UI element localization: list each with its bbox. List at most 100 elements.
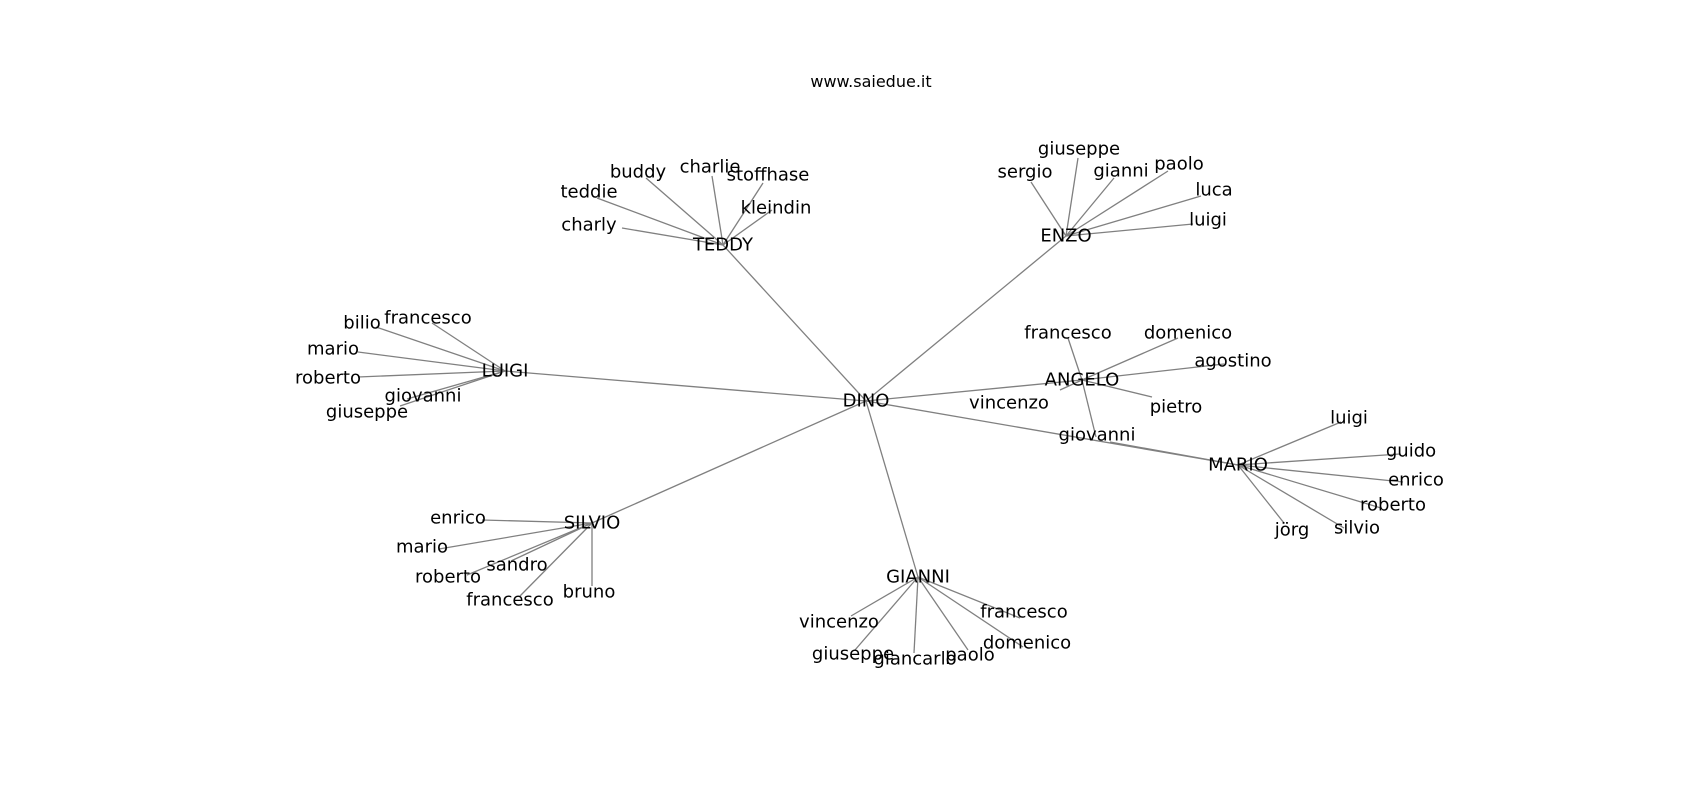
node-leaf-gianni-domenico: domenico [983, 633, 1071, 654]
edge-center-silvio [591, 400, 867, 524]
edge-luigi-roberto [357, 370, 506, 378]
edge-enzo-giuseppe [1065, 157, 1079, 237]
node-leaf-enzo-luca: luca [1195, 180, 1232, 201]
edge-silvio-francesco [519, 522, 593, 597]
node-hub-enzo: ENZO [1040, 226, 1091, 247]
edge-teddy-charly [621, 227, 724, 246]
node-leaf-teddy-teddie: teddie [560, 182, 617, 203]
edge-mario-guido [1237, 453, 1401, 466]
node-leaf-silvio-enrico: enrico [430, 508, 486, 529]
edge-luigi-giuseppe [399, 370, 506, 407]
node-leaf-gianni-giuseppe: giuseppe [812, 644, 894, 665]
node-leaf-angelo-vincenzo: vincenzo [969, 393, 1049, 414]
edge-mario-luigi [1237, 421, 1342, 466]
edge-enzo-gianni [1065, 177, 1115, 237]
edges [357, 157, 1404, 654]
node-leaf-silvio-sandro: sandro [486, 555, 547, 576]
edge-mario-roberto [1237, 464, 1382, 509]
edge-gianni-vincenzo [850, 576, 919, 617]
node-leaf-angelo-domenico: domenico [1144, 323, 1232, 344]
edge-teddy-buddy [645, 177, 724, 246]
node-leaf-gianni-paolo: paolo [945, 645, 994, 666]
node-leaf-teddy-charlie: charlie [680, 157, 741, 178]
node-leaf-angelo-agostino: agostino [1194, 351, 1271, 372]
edge-mario-jörg [1237, 464, 1285, 524]
edge-silvio-roberto [466, 522, 593, 576]
edge-mario-silvio [1237, 464, 1345, 529]
node-leaf-enzo-paolo: paolo [1154, 154, 1203, 175]
node-leaf-silvio-francesco: francesco [466, 590, 553, 611]
edge-gianni-domenico [917, 576, 1024, 648]
node-leaf-mario-enrico: enrico [1388, 470, 1444, 491]
node-leaf-luigi-giuseppe: giuseppe [326, 402, 408, 423]
node-center-dino: DINO [843, 391, 890, 412]
node-leaf-enzo-gianni: gianni [1093, 161, 1148, 182]
edge-silvio-mario [438, 522, 593, 550]
node-hub-luigi: LUIGI [482, 361, 529, 382]
edge-luigi-bilio [375, 326, 506, 372]
node-leaf-mario-guido: guido [1386, 441, 1436, 462]
edge-luigi-francesco [431, 322, 506, 372]
node-leaf-mario-jörg: jörg [1274, 520, 1310, 541]
node-leaf-silvio-roberto: roberto [415, 567, 481, 588]
edge-luigi-mario [357, 351, 506, 372]
edge-gianni-giancarlo [913, 576, 919, 654]
node-leaf-silvio-mario: mario [396, 537, 448, 558]
edge-teddy-stoffhase [722, 182, 764, 246]
edge-center-luigi [504, 370, 867, 402]
edge-center-gianni [865, 400, 919, 578]
edge-mario-giovanni [1109, 441, 1239, 466]
node-hub-mario: MARIO [1208, 455, 1268, 476]
node-leaf-mario-luigi: luigi [1330, 408, 1368, 429]
node-leaf-silvio-bruno: bruno [563, 582, 616, 603]
edge-enzo-luca [1065, 195, 1202, 237]
node-leaf-enzo-sergio: sergio [998, 162, 1053, 183]
edge-gianni-paolo [917, 576, 969, 651]
node-leaf-teddy-kleindin: kleindin [741, 198, 812, 219]
node-leaf-angelo-pietro: pietro [1150, 397, 1203, 418]
node-hub-gianni: GIANNI [886, 567, 950, 588]
node-leaf-teddy-buddy: buddy [610, 162, 667, 183]
edge-teddy-kleindin [722, 209, 773, 246]
node-hub-silvio: SILVIO [564, 513, 621, 534]
edge-teddy-teddie [596, 197, 724, 246]
node-leaf-gianni-giancarlo: giancarlo [873, 649, 956, 670]
edge-angelo-agostino [1081, 363, 1225, 381]
node-leaf-angelo-francesco: francesco [1024, 323, 1111, 344]
node-leaf-gianni-francesco: francesco [980, 602, 1067, 623]
node-leaf-luigi-mario: mario [307, 339, 359, 360]
node-leaf-enzo-giuseppe: giuseppe [1038, 139, 1120, 160]
edge-luigi-giovanni [406, 370, 506, 400]
edge-silvio-enrico [481, 519, 593, 524]
edge-center-teddy [722, 244, 867, 402]
edge-enzo-paolo [1065, 170, 1169, 237]
node-leaf-angelo-giovanni: giovanni [1059, 425, 1136, 446]
edge-gianni-giuseppe [854, 576, 919, 651]
edge-center-enzo [865, 235, 1067, 402]
edge-mario-enrico [1237, 464, 1404, 483]
node-leaf-gianni-vincenzo: vincenzo [799, 612, 879, 633]
node-leaf-mario-roberto: roberto [1360, 495, 1426, 516]
node-leaf-teddy-stoffhase: stoffhase [727, 165, 810, 186]
edge-angelo-pietro [1081, 379, 1153, 398]
edge-angelo-giovanni [1081, 379, 1097, 438]
node-leaf-luigi-giovanni: giovanni [385, 386, 462, 407]
node-leaf-luigi-francesco: francesco [384, 308, 471, 329]
edge-angelo-domenico [1081, 337, 1179, 381]
node-leaf-enzo-luigi: luigi [1189, 210, 1227, 231]
edge-angelo-vincenzo [1059, 379, 1083, 391]
node-hub-teddy: TEDDY [692, 235, 754, 256]
edge-enzo-sergio [1030, 181, 1067, 237]
node-leaf-mario-silvio: silvio [1334, 518, 1380, 539]
node-leaf-luigi-bilio: bilio [343, 313, 380, 334]
edge-teddy-charlie [711, 175, 724, 246]
edge-silvio-sandro [510, 522, 593, 562]
node-leaf-luigi-roberto: roberto [295, 368, 361, 389]
edge-center-angelo [865, 379, 1083, 402]
node-leaf-teddy-charly: charly [561, 215, 617, 236]
edge-gianni-francesco [917, 576, 1021, 619]
node-hub-angelo: ANGELO [1045, 370, 1120, 391]
diagram-title: www.saiedue.it [810, 72, 931, 91]
